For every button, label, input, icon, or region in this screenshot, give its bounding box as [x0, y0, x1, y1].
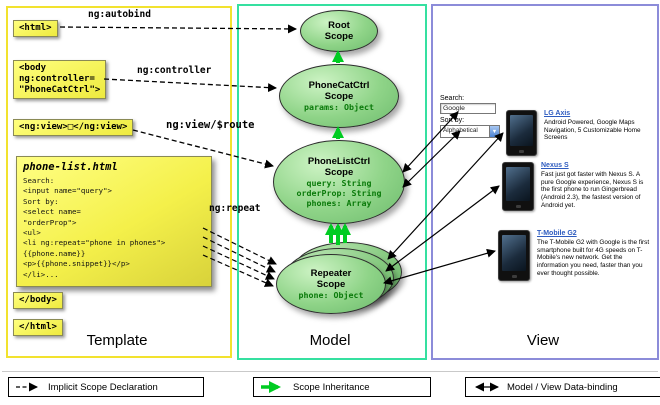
double-arrow-icon [475, 382, 499, 392]
note-code-line: Search: [23, 176, 55, 185]
legend-data-binding: Model / View Data-binding [465, 377, 660, 397]
legend-divider [2, 371, 658, 372]
legend-label: Implicit Scope Declaration [48, 381, 158, 393]
phone-name-link[interactable]: LG Axis [544, 110, 571, 117]
note-code-line: <p>{{phone.snippet}}</p> [23, 259, 130, 269]
note-code-line: Sort by: [23, 196, 59, 206]
template-section-label: Template [86, 332, 148, 349]
view-section-label: View [526, 332, 560, 349]
label-ng-view-route: ng:view/$route [166, 119, 255, 131]
model-section-label: Model [309, 332, 351, 349]
phone-image [502, 162, 534, 211]
scope-property: phones: Array [306, 198, 372, 208]
scope-phonelistctrl: PhoneListCtrl Scope query: String orderP… [273, 140, 405, 224]
scope-property: query: String [306, 178, 372, 188]
phone-list-item: LG Axis Android Powered, Google Maps Nav… [506, 110, 648, 156]
chevron-down-icon: ▼ [489, 126, 499, 137]
legend-label: Model / View Data-binding [507, 381, 618, 393]
legend-scope-inheritance: Scope Inheritance [253, 377, 431, 397]
phone-list-item: Nexus S Fast just got faster with Nexus … [502, 162, 651, 211]
dashed-arrow-icon [16, 382, 38, 392]
scope-title: PhoneCatCtrl Scope [308, 80, 370, 102]
scope-property: phone: Object [298, 290, 364, 300]
note-code-line: <ul> [23, 228, 41, 238]
phone-name-link[interactable]: T-Mobile G2 [537, 230, 577, 237]
legend-label: Scope Inheritance [293, 381, 370, 393]
scope-title: PhoneListCtrl Scope [307, 156, 371, 178]
scope-property: params: Object [304, 102, 374, 112]
sort-by-label: Sort by: [440, 117, 465, 124]
note-code-line: <input name="query"> [23, 186, 112, 196]
label-ng-autobind: ng:autobind [88, 9, 151, 20]
phone-description: Android Powered, Google Maps Navigation,… [544, 119, 641, 142]
scope-repeater: Repeater Scope phone: Object [276, 254, 386, 314]
scope-phonecatctrl: PhoneCatCtrl Scope params: Object [279, 64, 399, 128]
body-close-tag: </body> [13, 292, 63, 309]
label-ng-controller: ng:controller [137, 65, 212, 76]
note-code-line: <li ng:repeat="phone in phones"> [23, 238, 166, 248]
scope-title: Root Scope [324, 20, 354, 42]
phone-list-item: T-Mobile G2 The T-Mobile G2 with Google … [498, 230, 651, 281]
search-input[interactable]: Google [440, 103, 496, 114]
sort-select-value: Alphabetical [443, 127, 478, 134]
phone-description: The T-Mobile G2 with Google is the first… [537, 239, 650, 277]
search-label: Search: [440, 95, 465, 102]
green-arrow-icon [261, 381, 281, 393]
scope-root: Root Scope [300, 10, 378, 52]
phone-name-link[interactable]: Nexus S [541, 162, 569, 169]
scope-title: Repeater Scope [310, 268, 352, 290]
html-close-tag: </html> [13, 319, 63, 336]
phone-description: Fast just got faster with Nexus S. A pur… [541, 171, 644, 209]
note-title: phone-list.html [23, 161, 118, 173]
ng-view-tag: <ng:view>□</ng:view> [13, 119, 134, 136]
body-open-tag: <body ng:controller= "PhoneCatCtrl"> [13, 60, 107, 99]
legend-implicit-scope: Implicit Scope Declaration [8, 377, 204, 397]
sort-select[interactable]: Alphabetical ▼ [440, 125, 500, 138]
phone-image [506, 110, 537, 156]
html-open-tag: <html> [13, 20, 58, 37]
phone-image [498, 230, 530, 281]
note-code-line: <select name= [23, 207, 81, 217]
note-code-line: {{phone.name}} [23, 248, 86, 258]
note-code-line: </li>... [23, 269, 59, 279]
note-code-line: "orderProp"> [23, 217, 77, 227]
scope-property: orderProp: String [296, 188, 382, 198]
phone-list-note: phone-list.html Search: <input name="que… [16, 156, 212, 288]
label-ng-repeat: ng:repeat [209, 203, 261, 214]
